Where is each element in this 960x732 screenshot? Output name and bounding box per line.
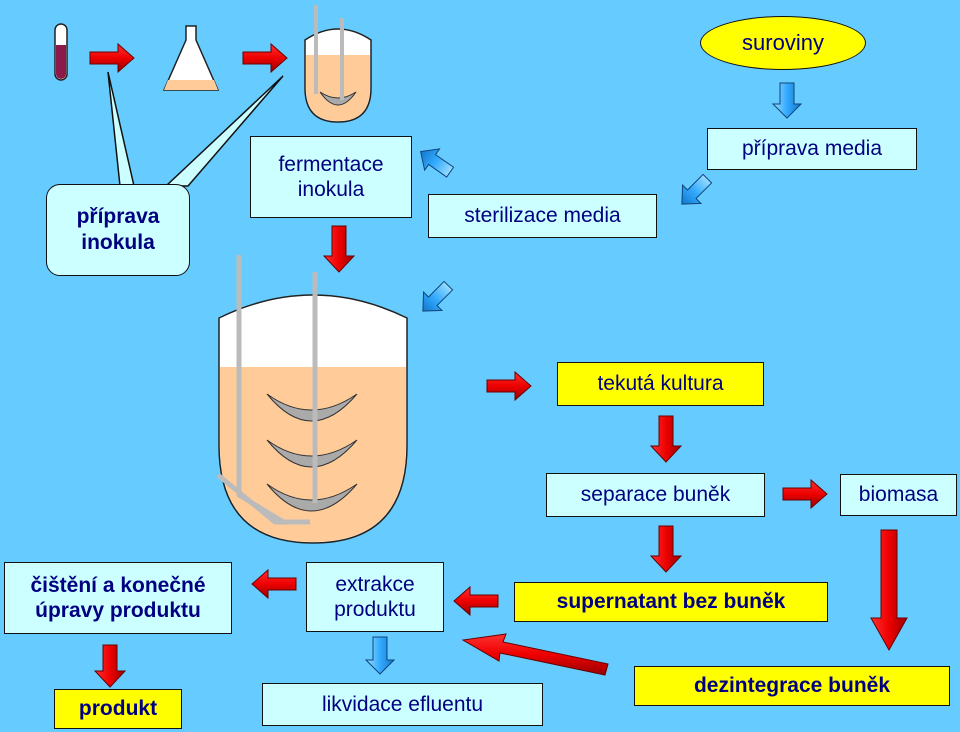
arrow-down-blue-icon xyxy=(771,82,803,119)
arrow-diagonal-blue-icon xyxy=(681,173,713,205)
node-extrakce-line1: extrakce xyxy=(335,572,415,596)
node-fermentace-inokula-line2: inokula xyxy=(297,178,365,201)
arrow-down-icon xyxy=(870,529,908,652)
node-cisteni-line2: úpravy produktu xyxy=(35,599,201,622)
erlenmeyer-flask-icon xyxy=(162,25,220,91)
arrow-diagonal-blue-icon xyxy=(420,148,455,178)
node-extrakce-line2: produktu xyxy=(334,598,416,621)
node-dezintegrace: dezintegrace buněk xyxy=(634,666,950,706)
node-priprava-inokula-line1: příprava xyxy=(76,204,160,228)
node-fermentace-inokula: fermentace inokula xyxy=(250,136,412,218)
node-biomasa: biomasa xyxy=(840,474,957,516)
node-sterilizace-media: sterilizace media xyxy=(428,194,657,238)
arrow-left-icon xyxy=(251,568,297,600)
arrow-down-icon xyxy=(322,225,356,273)
node-suroviny: suroviny xyxy=(700,16,866,70)
arrow-down-blue-icon xyxy=(364,636,396,675)
node-supernatant: supernatant bez buněk xyxy=(514,582,828,622)
node-cisteni-line1: čištění a konečné xyxy=(30,573,206,597)
arrow-down-icon xyxy=(649,415,683,463)
arrow-down-icon xyxy=(649,525,683,573)
arrow-diagonal-blue-icon xyxy=(422,280,454,312)
node-priprava-inokula: příprava inokula xyxy=(46,184,190,276)
arrow-down-icon xyxy=(93,644,127,688)
culture-tube-icon xyxy=(54,23,68,81)
arrow-right-icon xyxy=(242,42,288,74)
callout-pointer xyxy=(107,71,135,187)
node-produkt: produkt xyxy=(54,689,182,729)
node-separace-bunek: separace buněk xyxy=(546,473,765,517)
arrow-right-icon xyxy=(782,478,828,510)
node-extrakce-produktu: extrakce produktu xyxy=(306,562,444,632)
node-fermentace-inokula-line1: fermentace xyxy=(278,152,384,176)
node-tekuta-kultura: tekutá kultura xyxy=(557,362,764,406)
arrow-diagonal-icon xyxy=(461,633,609,676)
production-fermenter-icon xyxy=(216,255,408,544)
arrow-right-icon xyxy=(486,370,532,402)
arrow-left-icon xyxy=(453,585,499,617)
seed-fermenter-icon xyxy=(304,5,372,123)
arrow-right-icon xyxy=(89,42,135,74)
node-priprava-media: příprava media xyxy=(707,128,917,170)
node-likvidace-efluentu: likvidace efluentu xyxy=(262,683,543,726)
node-cisteni: čištění a konečné úpravy produktu xyxy=(4,562,232,634)
node-priprava-inokula-line2: inokula xyxy=(81,231,155,254)
